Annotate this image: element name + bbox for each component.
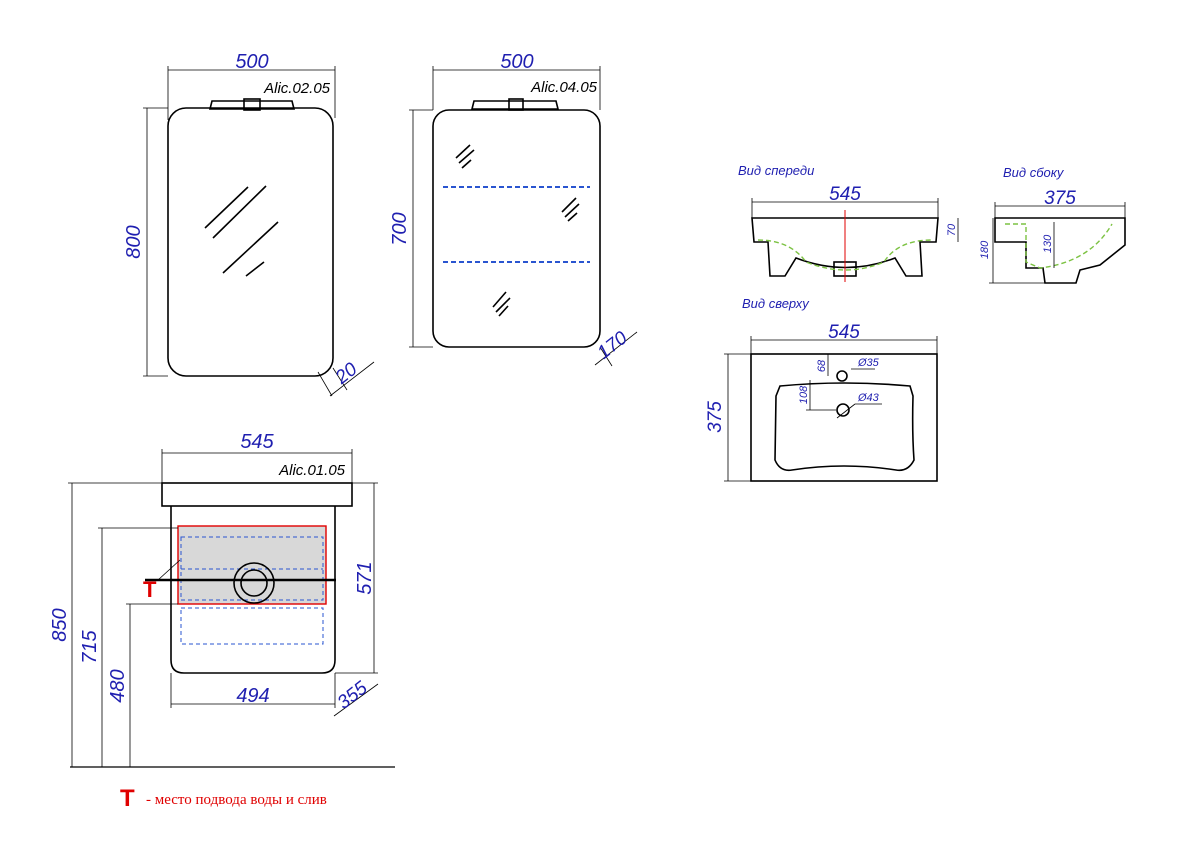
front-width-label: 545 — [829, 184, 861, 205]
vanity-hidden-lines — [180, 536, 324, 645]
cabinet-glare — [455, 144, 580, 317]
side-bowl-height-label: 130 — [1042, 234, 1054, 253]
mirror-depth-label: 20 — [331, 359, 362, 389]
legend: T - место подвода воды и слив — [120, 785, 327, 812]
mirror-body — [167, 107, 334, 377]
side-depth-label: 375 — [1044, 188, 1076, 209]
mirror-model-label: Alic.02.05 — [263, 80, 331, 97]
vanity-body-width-label: 494 — [236, 685, 269, 707]
cabinet-lamp — [470, 100, 560, 110]
vanity-countertop — [161, 482, 353, 507]
top-bowl — [774, 382, 915, 472]
front-view-title: Вид спереди — [738, 163, 814, 178]
plumbing-zone — [177, 525, 327, 605]
top-view-title: Вид сверху — [742, 296, 810, 311]
mirror-height-label: 800 — [123, 225, 145, 258]
dim-108-label: 108 — [798, 385, 810, 404]
vanity-top-width-label: 545 — [240, 431, 274, 453]
cabinet-width-label: 500 — [500, 51, 533, 73]
vanity-model-label: Alic.01.05 — [278, 462, 346, 479]
hole-35-label: Ø35 — [857, 357, 880, 369]
mirror-lamp — [208, 100, 296, 110]
drain-ring-inner — [240, 569, 268, 597]
dim-68-label: 68 — [816, 359, 828, 372]
drain-hole — [836, 403, 850, 417]
mirror-drawing: 500 Alic.02.05 800 20 — [123, 51, 375, 397]
cabinet-model-label: Alic.04.05 — [530, 79, 598, 96]
mirror-lamp-mount — [243, 98, 261, 111]
vanity-depth-label: 355 — [334, 677, 372, 713]
drain-ring-outer — [233, 562, 275, 604]
side-bowl-hidden — [1005, 223, 1113, 269]
cabinet-height-label: 700 — [389, 212, 411, 245]
front-height-label: 70 — [946, 223, 958, 236]
legend-text: - место подвода воды и слив — [146, 792, 327, 808]
vanity-715-label: 715 — [79, 629, 101, 663]
cabinet-body — [432, 109, 601, 348]
cabinet-drawing: 500 Alic.04.05 700 170 — [389, 51, 638, 367]
vanity-total-height-label: 850 — [49, 608, 71, 641]
mirror-glare — [204, 185, 279, 277]
vanity-body — [170, 506, 336, 674]
vanity-body-height-label: 571 — [354, 561, 376, 594]
hole-43-label: Ø43 — [857, 392, 880, 404]
side-sink-outline — [994, 217, 1126, 284]
top-sink-outline — [750, 353, 938, 482]
mirror-width-label: 500 — [235, 51, 268, 73]
vanity-480-label: 480 — [107, 669, 129, 702]
sink-side-view: Вид сбоку 375 180 130 — [979, 165, 1126, 284]
sink-front-view: Вид спереди 545 70 — [738, 163, 959, 282]
legend-marker: T — [120, 785, 135, 812]
front-sink-outline — [751, 217, 939, 277]
side-view-title: Вид сбоку — [1003, 165, 1065, 180]
top-width-label: 545 — [828, 322, 860, 343]
vanity-drawing: 545 Alic.01.05 T 850 715 480 571 — [49, 431, 395, 768]
faucet-hole — [836, 370, 848, 382]
sink-top-view: Вид сверху 545 Ø35 Ø43 68 108 375 — [705, 296, 938, 482]
vanity-t-marker: T — [143, 577, 157, 602]
side-total-height-label: 180 — [979, 240, 991, 259]
top-depth-label: 375 — [705, 401, 726, 433]
